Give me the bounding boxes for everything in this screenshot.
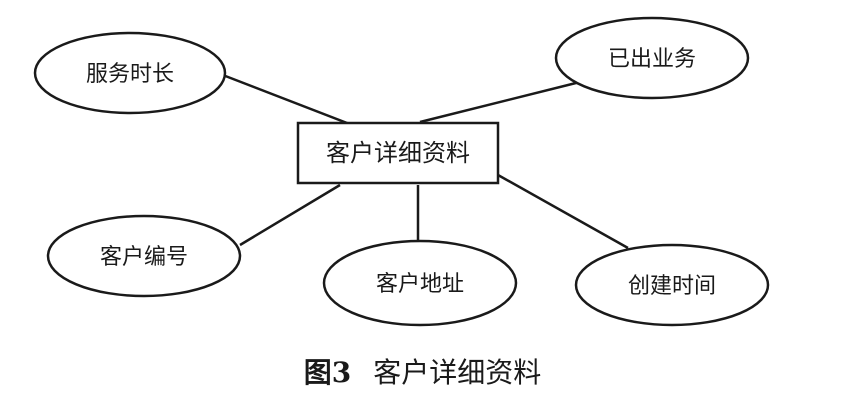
attribute-ellipse [554,16,750,100]
attribute-ellipse [574,243,770,327]
attribute-label: 客户编号 [100,245,188,270]
connector-shipped-business [419,80,581,124]
diagram-canvas: 客户详细资料 服务时长 已出业务 客户编号 客户地址 创建时间 [33,16,770,327]
attribute-label: 服务时长 [86,62,174,87]
entity-customer-details: 客户详细资料 [296,121,500,185]
attribute-creation-time: 创建时间 [574,243,770,327]
attribute-label: 创建时间 [628,274,716,299]
attribute-customer-address: 客户地址 [322,239,518,327]
attribute-label: 已出业务 [608,47,696,72]
attribute-customer-number: 客户编号 [46,214,242,298]
entity-label: 客户详细资料 [326,139,470,167]
attribute-label: 客户地址 [376,272,464,297]
attribute-ellipse [322,239,518,327]
figure-number: 图3 [303,356,352,389]
entity-box [296,121,500,185]
attribute-shipped-business: 已出业务 [554,16,750,100]
attribute-ellipse [33,31,227,115]
connector-service-duration [214,70,361,130]
figure-caption: 图3 客户详细资料 [0,353,845,393]
connector-creation-time [497,173,629,250]
connector-lines [214,70,629,250]
attribute-ellipse [46,214,242,298]
figure-title: 客户详细资料 [373,356,542,389]
attribute-service-duration: 服务时长 [33,31,227,115]
connector-customer-number [239,183,341,247]
